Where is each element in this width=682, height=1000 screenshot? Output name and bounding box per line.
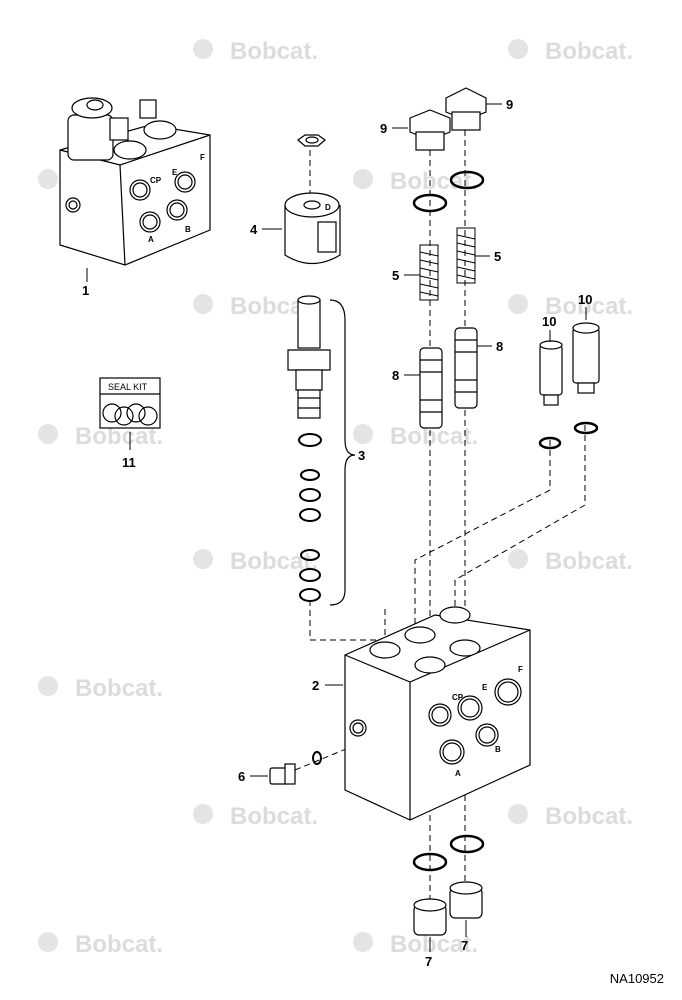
- callout-9-right: 9: [506, 97, 513, 112]
- callout-8-right: 8: [496, 339, 503, 354]
- svg-text:B: B: [495, 745, 501, 754]
- svg-text:A: A: [455, 769, 461, 778]
- part-10-orings: [538, 421, 599, 450]
- svg-text:Bobcat.: Bobcat.: [545, 38, 633, 65]
- svg-text:F: F: [200, 153, 205, 162]
- part-10-relief-valves: [539, 322, 600, 406]
- callout-5-left: 5: [392, 268, 399, 283]
- svg-text:Bobcat.: Bobcat.: [230, 548, 318, 575]
- callout-5-right: 5: [494, 249, 501, 264]
- part-8-spools: [419, 327, 478, 429]
- callout-10-left: 10: [542, 314, 556, 329]
- svg-text:E: E: [172, 168, 178, 177]
- callout-10-right: 10: [578, 292, 592, 307]
- part-3-bracket: [329, 299, 356, 606]
- part-9-orings: [412, 170, 485, 213]
- callout-8-left: 8: [392, 368, 399, 383]
- part-9-plugs: [409, 87, 487, 151]
- part-1-valve-assembly: CP E F A B: [59, 97, 211, 266]
- svg-text:Bobcat.: Bobcat.: [230, 803, 318, 830]
- callout-11: 11: [122, 455, 136, 470]
- svg-text:F: F: [518, 665, 523, 674]
- callout-labels: 1 4 5 5 8 8 9 9 10 10 3 11 2 6 7 7: [82, 97, 592, 969]
- svg-text:Bobcat.: Bobcat.: [75, 675, 163, 702]
- part-6-plug: [269, 751, 322, 785]
- svg-text:B: B: [185, 225, 191, 234]
- part-7-plugs: [413, 881, 483, 936]
- leader-lines: [86, 103, 587, 952]
- callout-7-right: 7: [461, 938, 468, 953]
- svg-text:D: D: [325, 203, 331, 212]
- svg-text:Bobcat.: Bobcat.: [545, 803, 633, 830]
- svg-text:Bobcat.: Bobcat.: [75, 931, 163, 958]
- part-3-cartridge: [287, 295, 331, 419]
- svg-text:Bobcat.: Bobcat.: [230, 38, 318, 65]
- svg-text:Bobcat.: Bobcat.: [545, 293, 633, 320]
- svg-text:Bobcat.: Bobcat.: [545, 548, 633, 575]
- callout-2: 2: [312, 678, 319, 693]
- part-2-valve-body: CP E F A B: [344, 606, 531, 821]
- part-3-seals: [298, 433, 322, 602]
- callout-3: 3: [358, 448, 365, 463]
- seal-kit-label: SEAL KIT: [108, 382, 148, 392]
- svg-text:A: A: [148, 235, 154, 244]
- callout-6: 6: [238, 769, 245, 784]
- callout-9-left: 9: [380, 121, 387, 136]
- callout-7-left: 7: [425, 954, 432, 969]
- part-5-springs: [419, 227, 476, 301]
- part-7-orings: [412, 834, 485, 872]
- document-id: NA10952: [609, 971, 664, 986]
- callout-4: 4: [250, 222, 258, 237]
- callout-1: 1: [82, 283, 89, 298]
- part-11-seal-kit: SEAL KIT: [99, 377, 161, 429]
- part-4-coil: D: [284, 134, 341, 265]
- svg-text:CP: CP: [452, 693, 464, 702]
- svg-text:E: E: [482, 683, 488, 692]
- svg-text:CP: CP: [150, 176, 162, 185]
